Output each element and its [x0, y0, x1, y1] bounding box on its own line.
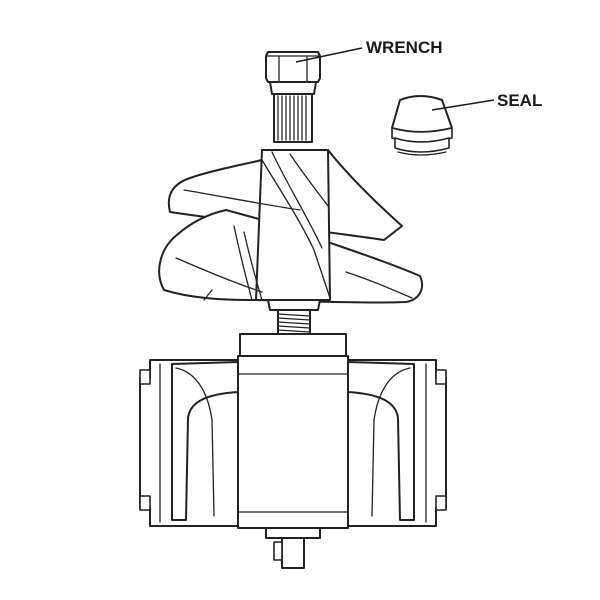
impeller-hub-collar — [267, 299, 321, 311]
threaded-stud — [277, 309, 311, 335]
housing-bottom-flange — [265, 527, 321, 539]
housing-top-flange — [239, 333, 347, 357]
seal-part — [391, 95, 453, 156]
housing-right-tab-top — [435, 369, 447, 385]
seal-ring-lower — [394, 137, 450, 153]
housing-center-body — [237, 355, 349, 529]
impeller-hub — [255, 149, 331, 301]
output-shaft-key-left — [273, 541, 283, 561]
impeller-part — [158, 149, 424, 311]
housing-left-tab-top — [139, 369, 151, 385]
housing-right-tab-bottom — [435, 495, 447, 511]
wrench-collar — [269, 81, 317, 95]
pump-housing — [139, 333, 447, 569]
seal-label: SEAL — [497, 91, 542, 110]
output-shaft — [281, 537, 305, 569]
seal-leader-line — [431, 99, 495, 111]
wrench-label: WRENCH — [366, 38, 443, 57]
wrench-leader-line — [295, 47, 363, 63]
housing-right-vane — [347, 361, 415, 521]
housing-left-tab-bottom — [139, 495, 151, 511]
seal-cap — [391, 95, 453, 133]
wrench-part — [265, 51, 321, 143]
